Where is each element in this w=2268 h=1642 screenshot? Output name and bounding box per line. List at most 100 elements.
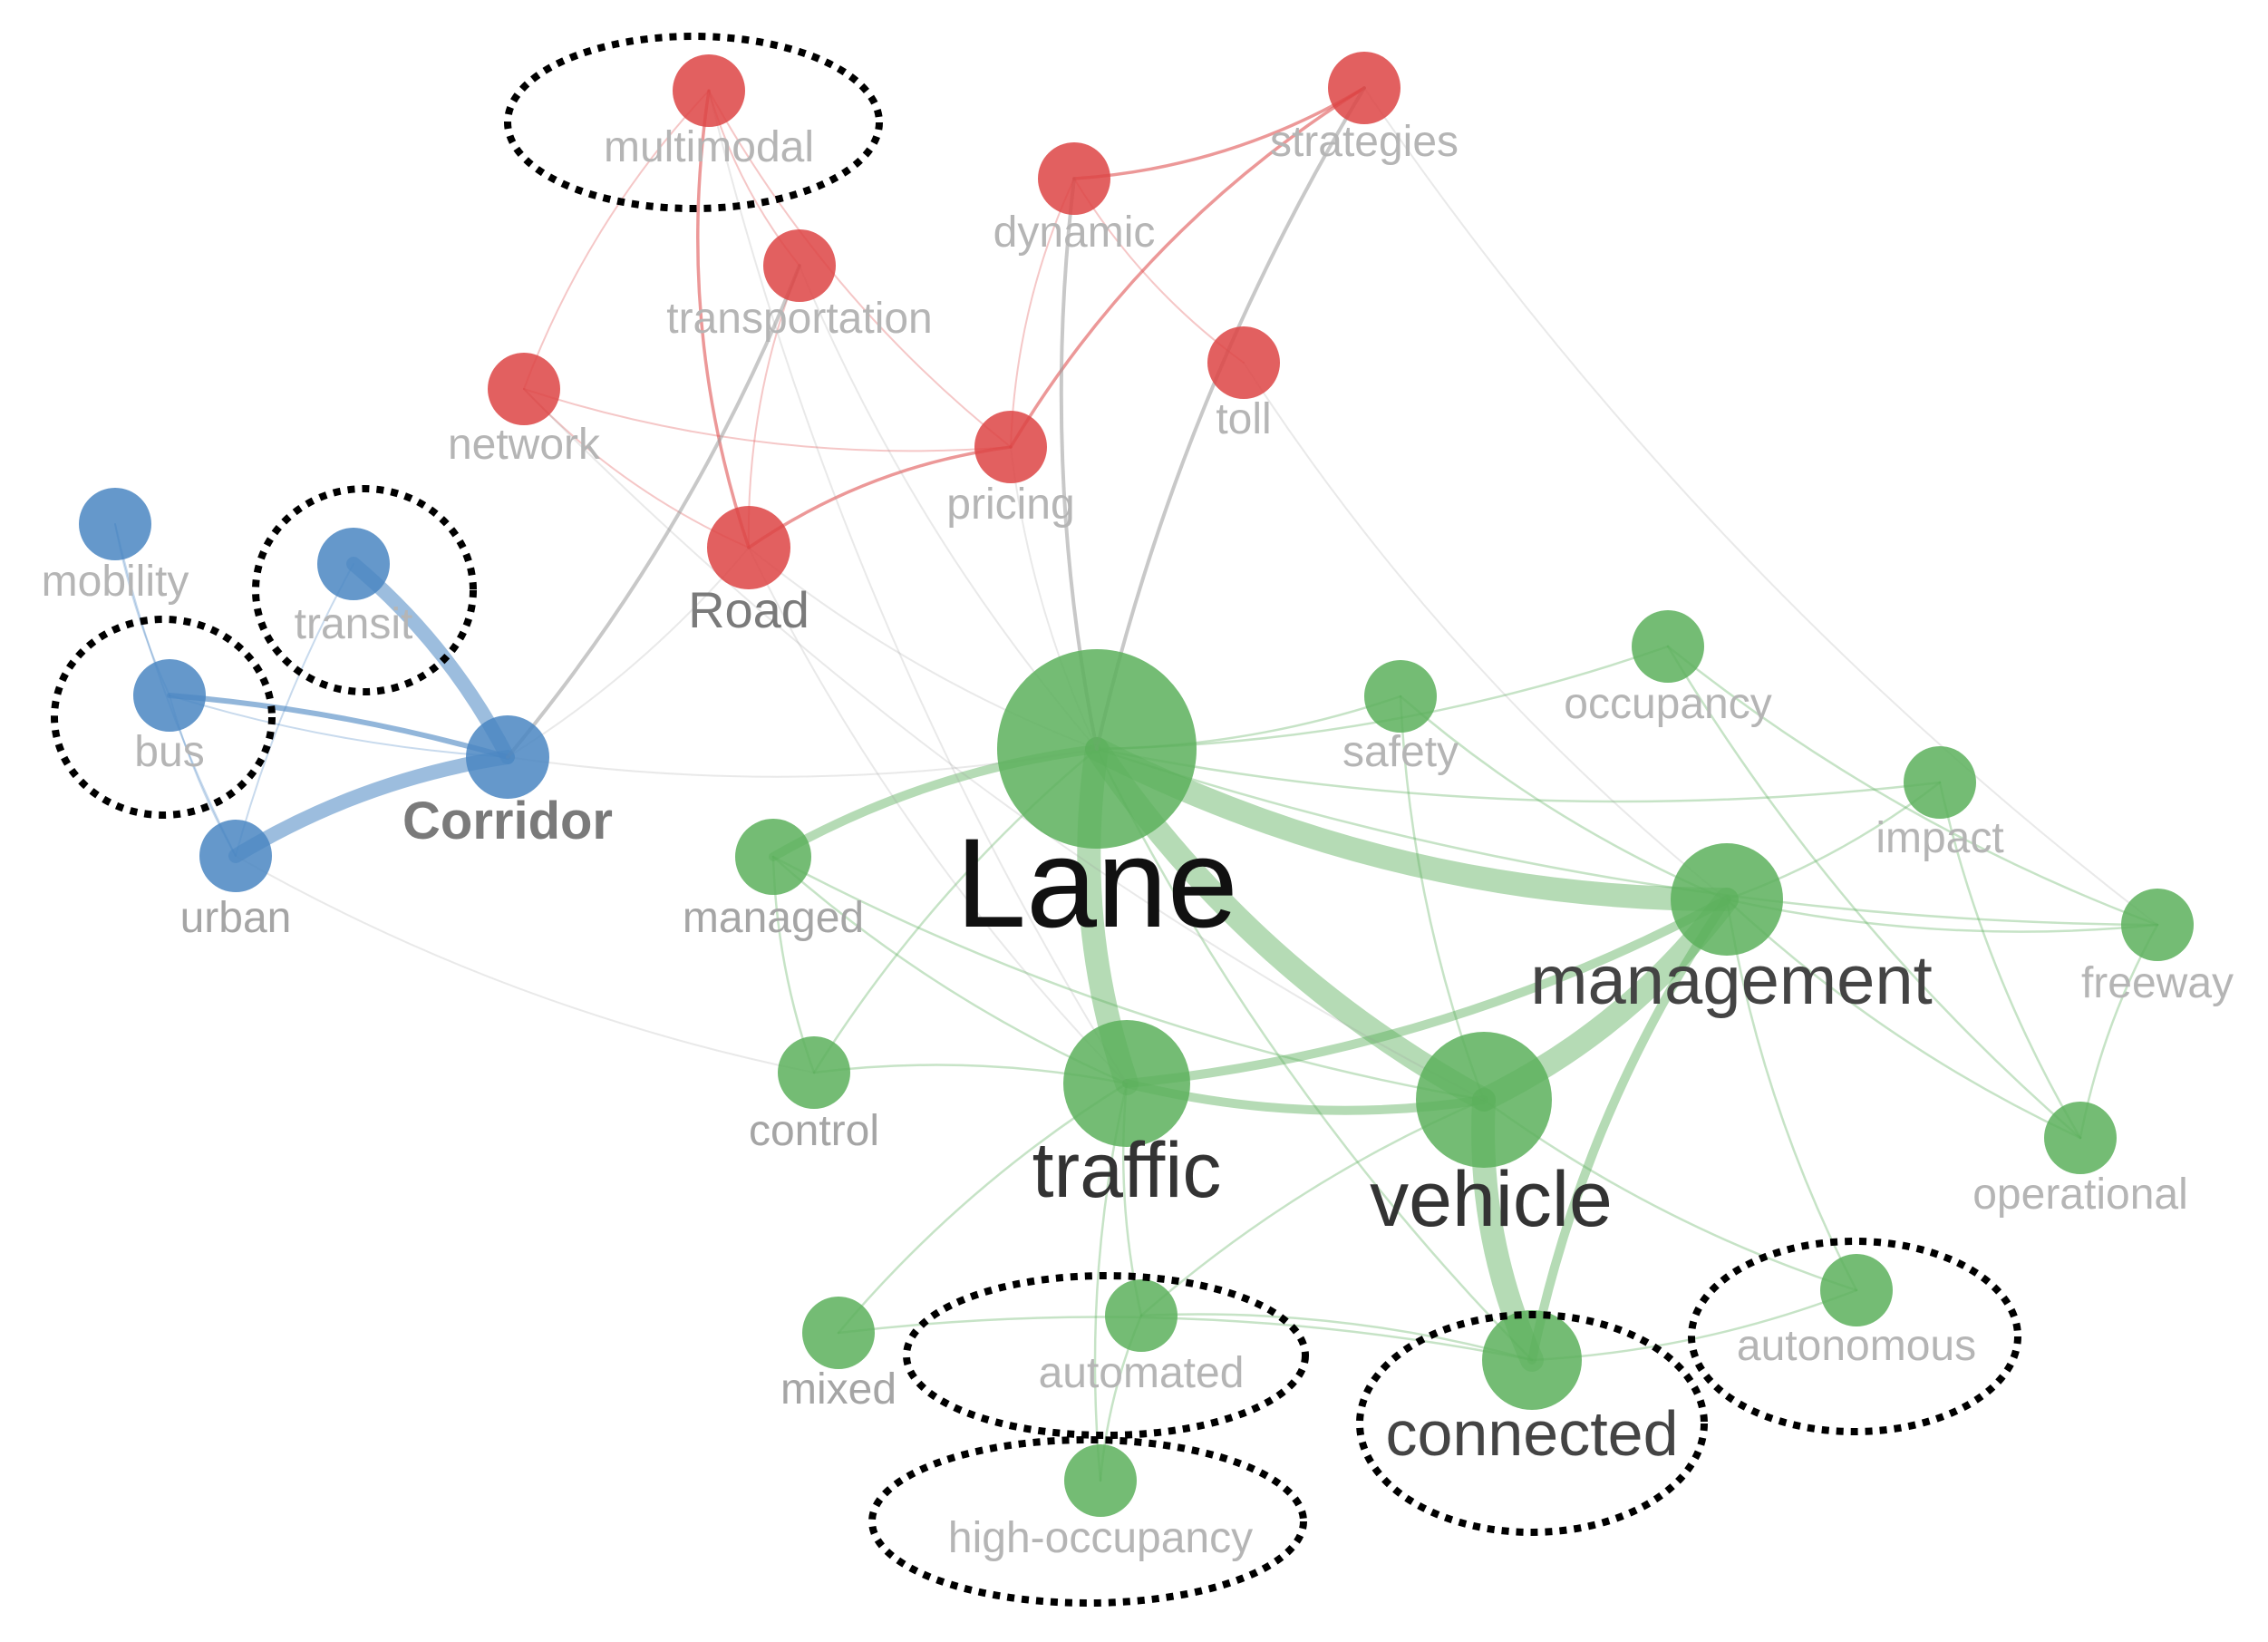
node-safety — [1364, 660, 1437, 733]
node-label-automated: automated — [1039, 1349, 1245, 1397]
highlight-ellipse-bus — [51, 616, 276, 819]
node-transportation — [763, 229, 836, 302]
node-control — [778, 1036, 850, 1109]
edge-strategies-lane — [1095, 86, 1366, 751]
edge-management-connected — [1527, 895, 1731, 1365]
node-label-strategies: strategies — [1270, 118, 1459, 166]
node-label-control: control — [749, 1107, 879, 1155]
node-management — [1671, 843, 1783, 956]
highlights-layer — [51, 33, 2021, 1607]
node-label-management: management — [1530, 942, 1933, 1019]
highlight-ellipse-automated — [903, 1272, 1309, 1439]
node-label-freeway: freeway — [2081, 959, 2234, 1007]
node-operational — [2044, 1102, 2117, 1174]
edge-dynamic-strategies — [1072, 86, 1366, 180]
node-occupancy — [1632, 610, 1704, 683]
highlight-ellipse-multimodal — [504, 33, 883, 212]
node-connected — [1482, 1310, 1582, 1410]
node-traffic — [1063, 1020, 1190, 1147]
node-automated — [1105, 1279, 1178, 1352]
node-label-lane: Lane — [955, 811, 1237, 954]
node-autonomous — [1820, 1254, 1893, 1326]
node-label-corridor: Corridor — [402, 792, 613, 850]
node-label-pricing: pricing — [946, 481, 1074, 529]
node-road — [707, 506, 790, 589]
edge-bus-corridor — [169, 695, 509, 758]
node-label-transportation: transportation — [666, 295, 933, 343]
edge-network-vehicle — [523, 388, 1485, 1101]
node-bus — [133, 659, 206, 732]
edge-impact-operational — [1938, 781, 2082, 1140]
node-dynamic — [1038, 142, 1110, 215]
node-multimodal — [673, 54, 745, 127]
node-label-dynamic: dynamic — [993, 209, 1156, 257]
node-label-toll: toll — [1216, 395, 1271, 443]
node-label-mixed: mixed — [780, 1365, 897, 1414]
labels-layer: multimodal strategies dynamic transportatio… — [42, 118, 2234, 1562]
node-corridor — [466, 715, 549, 799]
node-label-transit: transit — [295, 600, 413, 648]
edge-multimodal-network — [523, 90, 710, 390]
edge-traffic-management — [1122, 895, 1731, 1088]
node-label-impact: impact — [1875, 814, 2003, 862]
edge-dynamic-pricing — [1010, 178, 1075, 448]
edge-multimodal-pricing — [708, 90, 1012, 448]
node-vehicle — [1416, 1032, 1552, 1168]
edge-occupancy-operational — [1666, 645, 2082, 1140]
edge-network-pricing — [523, 388, 1012, 452]
node-label-vehicle: vehicle — [1370, 1156, 1613, 1243]
edge-corridor-transportation — [506, 264, 801, 759]
node-pricing — [974, 411, 1047, 483]
edge-dynamic-toll — [1073, 178, 1245, 364]
edge-corridor-road — [507, 547, 750, 758]
node-urban — [199, 820, 272, 892]
node-mixed — [802, 1297, 875, 1369]
highlight-ellipse-connected — [1356, 1311, 1708, 1536]
nodes-layer — [79, 52, 2194, 1517]
node-label-road: Road — [688, 581, 809, 638]
edge-occupancy-freeway — [1666, 645, 2159, 927]
edge-strategies-pricing — [1009, 86, 1366, 449]
edge-strategies-freeway — [1363, 87, 2158, 926]
node-network — [488, 353, 560, 425]
edge-lane-connected — [1095, 747, 1534, 1362]
edge-toll-management — [1243, 362, 1728, 900]
edge-managed-vehicle — [771, 855, 1486, 1102]
node-label-bus: bus — [134, 728, 204, 776]
node-lane — [997, 649, 1197, 849]
node-label-operational: operational — [1972, 1171, 2188, 1219]
edge-management-freeway — [1725, 898, 2159, 933]
node-label-traffic: traffic — [1032, 1127, 1222, 1214]
node-freeway — [2121, 889, 2194, 961]
edge-transit-urban — [235, 563, 354, 857]
highlight-ellipse-autonomous — [1688, 1238, 2021, 1435]
node-impact — [1904, 746, 1976, 819]
node-label-high_occupancy: high-occupancy — [948, 1514, 1253, 1562]
edge-multimodal-traffic — [708, 90, 1128, 1084]
edge-multimodal-road — [696, 89, 751, 549]
edge-urban-control — [235, 855, 815, 1074]
node-transit — [317, 528, 390, 600]
node-label-urban: urban — [180, 894, 292, 942]
node-managed — [735, 819, 811, 895]
node-high_occupancy — [1064, 1444, 1137, 1517]
node-mobility — [79, 488, 151, 560]
edge-lane-impact — [1095, 747, 1942, 803]
node-label-occupancy: occupancy — [1564, 680, 1771, 728]
node-label-managed: managed — [683, 894, 864, 942]
node-strategies — [1328, 52, 1401, 124]
node-label-multimodal: multimodal — [604, 123, 814, 171]
node-label-autonomous: autonomous — [1737, 1322, 1976, 1370]
highlight-ellipse-transit — [252, 485, 477, 695]
node-toll — [1207, 326, 1280, 399]
node-label-safety: safety — [1342, 728, 1459, 776]
edge-connected-automated — [1139, 1313, 1534, 1362]
edge-connected-mixed — [837, 1316, 1534, 1362]
edge-management-operational — [1725, 898, 2082, 1140]
node-label-mobility: mobility — [42, 558, 189, 606]
edge-lane-freeway — [1095, 747, 2159, 927]
highlight-ellipse-high_occupancy — [868, 1436, 1307, 1607]
node-label-network: network — [448, 421, 601, 469]
edge-corridor-bus — [167, 693, 510, 760]
